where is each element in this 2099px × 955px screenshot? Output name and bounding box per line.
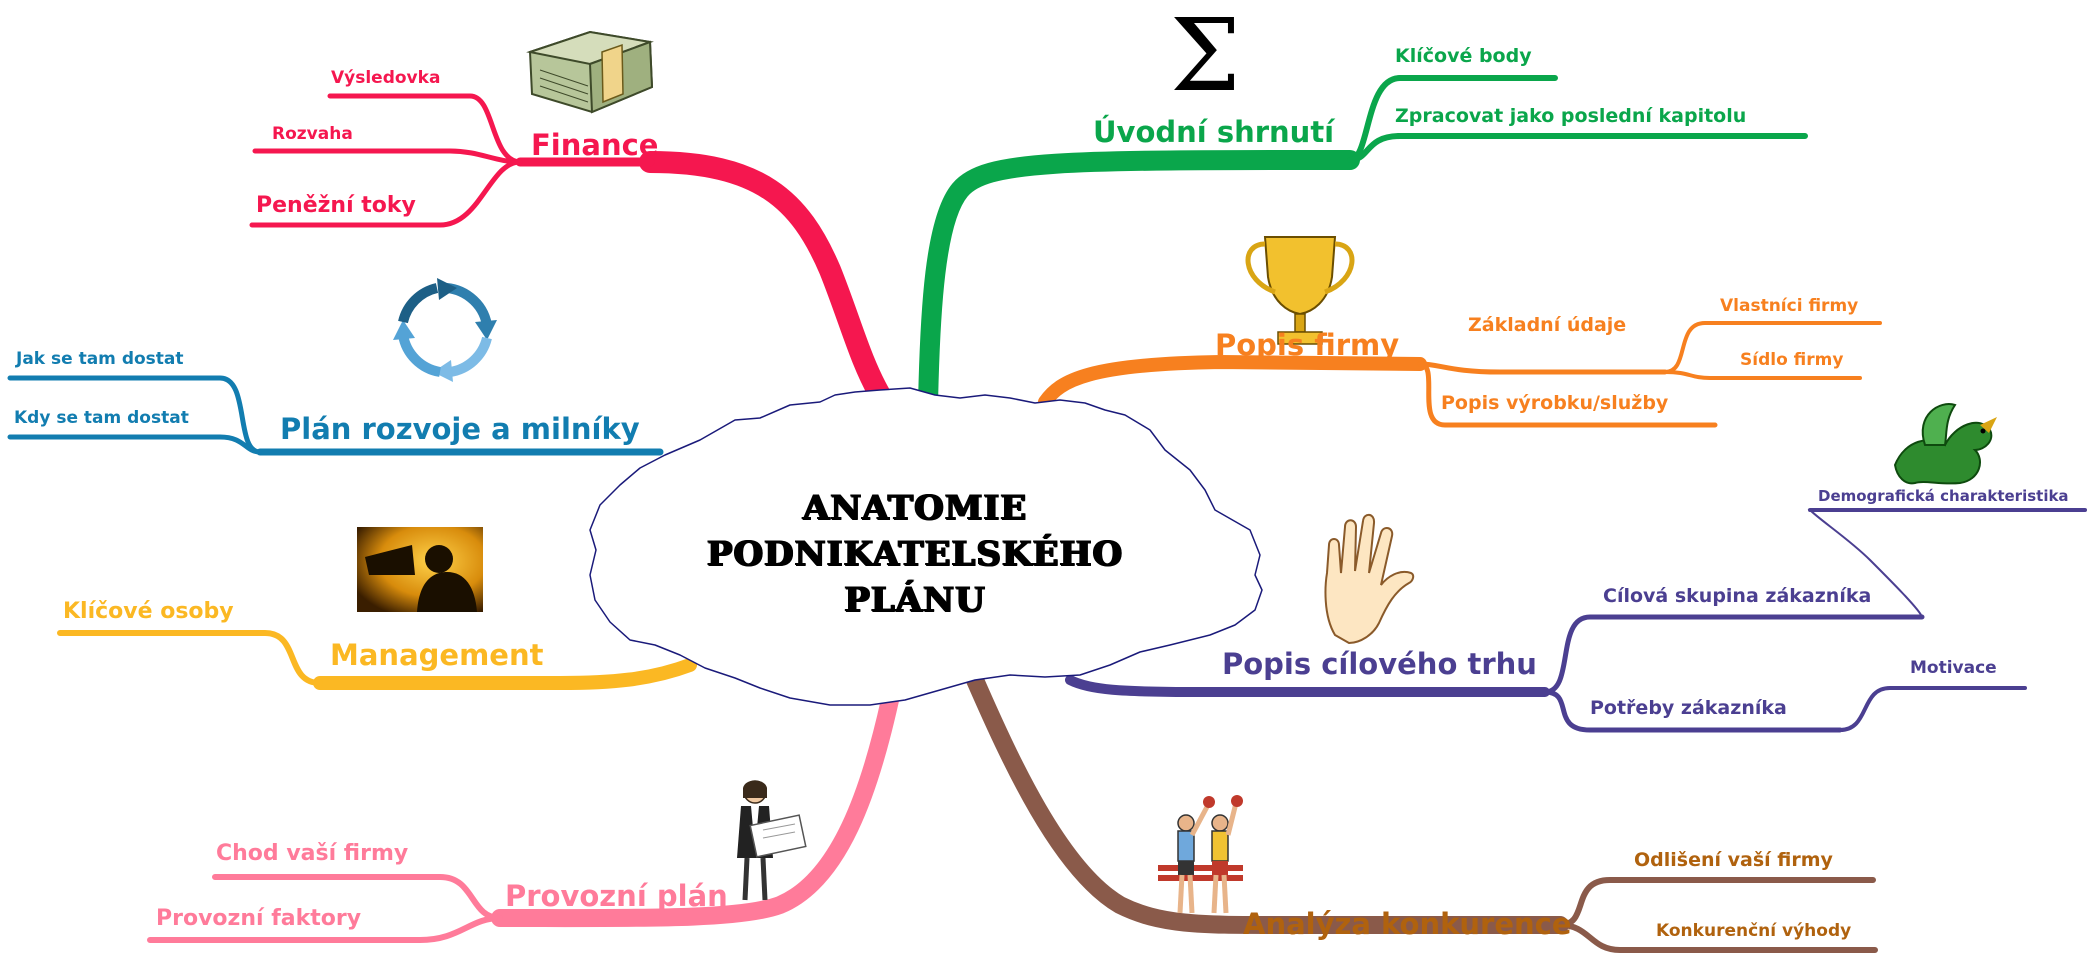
uvod-child-label: Klíčové body — [1395, 45, 1532, 67]
popis-firmy-sub-stroke — [1417, 361, 1668, 375]
finance-main-stroke — [639, 151, 891, 406]
money-stack-icon — [526, 30, 654, 114]
finance-branch-label: Finance — [531, 128, 659, 162]
provoz-branch-label: Provozní plán — [505, 879, 728, 913]
businesswoman-icon — [737, 780, 807, 901]
cilovy-trh-branch-label: Popis cílového trhu — [1222, 647, 1537, 681]
trophy-icon — [1245, 236, 1355, 345]
center-title-line: PLÁNU — [844, 580, 986, 620]
center-cloud — [589, 387, 1263, 706]
management-child-label: Klíčové osoby — [63, 599, 234, 624]
popis-firmy-sub-stroke — [1417, 361, 1718, 428]
hand-icon — [1324, 513, 1415, 645]
branch-management — [57, 630, 697, 690]
konkurence-child-label: Odlišení vaší firmy — [1634, 849, 1833, 871]
konkurence-main-stroke — [966, 671, 1569, 934]
provoz-main-stroke — [491, 691, 899, 928]
branch-rozvoj — [7, 375, 664, 456]
rozvoj-sub-stroke — [7, 434, 263, 455]
rozvoj-child-label: Jak se tam dostat — [16, 349, 184, 369]
finance-sub-stroke — [249, 159, 523, 228]
management-sub-stroke — [57, 630, 323, 686]
konkurence-sub-stroke — [1557, 922, 1878, 953]
branch-konkurence — [966, 671, 1878, 953]
cilovy-trh-sub-stroke — [1807, 509, 2086, 618]
cilovy-trh-sub-stroke — [1542, 614, 1925, 695]
cilovy-trh-child-label: Potřeby zákazníka — [1590, 697, 1787, 719]
megaphone-icon — [357, 527, 483, 612]
uvod-branch-label: Úvodní shrnutí — [1093, 115, 1335, 149]
konkurence-branch-label: Analýza konkurence — [1243, 907, 1572, 941]
branch-uvod — [918, 75, 1808, 415]
finance-child-label: Výsledovka — [331, 68, 441, 88]
branch-finance — [249, 93, 891, 406]
konkurence-sub-stroke — [1557, 877, 1876, 928]
cilovy-trh-child-label: Motivace — [1910, 658, 1997, 678]
cilovy-trh-sub-stroke — [1542, 689, 1843, 733]
cilovy-trh-child-label: Demografická charakteristika — [1818, 487, 2069, 505]
popis-firmy-child-label: Vlastníci firmy — [1720, 296, 1859, 316]
popis-firmy-sub-stroke — [1663, 321, 1882, 374]
uvod-child-label: Zpracovat jako poslední kapitolu — [1395, 105, 1747, 127]
center-title: ANATOMIE PODNIKATELSKÉHO PLÁNU — [640, 485, 1190, 623]
popis-firmy-child-label: Sídlo firmy — [1740, 350, 1844, 370]
provoz-sub-stroke — [147, 915, 503, 943]
boxers-icon — [1158, 795, 1243, 914]
rozvoj-branch-label: Plán rozvoje a milníky — [280, 412, 640, 446]
management-branch-label: Management — [330, 638, 544, 672]
finance-child-label: Rozvaha — [272, 124, 353, 144]
cilovy-trh-main-stroke — [1065, 675, 1550, 697]
rozvoj-child-label: Kdy se tam dostat — [14, 408, 189, 428]
uvod-main-stroke — [918, 150, 1360, 415]
popis-firmy-branch-label: Popis firmy — [1215, 328, 1400, 362]
konkurence-child-label: Konkurenční výhody — [1656, 921, 1852, 941]
provoz-child-label: Provozní faktory — [156, 906, 362, 931]
cycle-arrows-icon — [393, 278, 497, 382]
center-title-line: ANATOMIE — [802, 488, 1028, 528]
popis-firmy-child-label: Popis výrobku/služby — [1441, 392, 1669, 414]
center-title-line: PODNIKATELSKÉHO — [706, 534, 1124, 574]
provoz-child-label: Chod vaší firmy — [216, 841, 409, 866]
sigma-icon: Σ — [1170, 0, 1241, 114]
popis-firmy-sub-stroke — [1663, 370, 1862, 380]
branch-provoz — [147, 691, 899, 943]
finance-child-label: Peněžní toky — [256, 193, 416, 218]
finance-sub-stroke — [327, 93, 523, 165]
cilovy-trh-child-label: Cílová skupina zákazníka — [1603, 585, 1872, 607]
finance-sub-stroke — [252, 148, 523, 165]
uvod-sub-stroke — [1347, 133, 1808, 163]
branch-popis-firmy — [1038, 321, 1882, 428]
management-main-stroke — [313, 658, 697, 690]
branch-cilovy-trh — [1065, 508, 2087, 733]
popis-firmy-child-label: Základní údaje — [1468, 314, 1627, 336]
dragon-icon — [1893, 403, 1997, 485]
cilovy-trh-sub-stroke — [1838, 686, 2027, 732]
popis-firmy-main-stroke — [1038, 354, 1427, 409]
